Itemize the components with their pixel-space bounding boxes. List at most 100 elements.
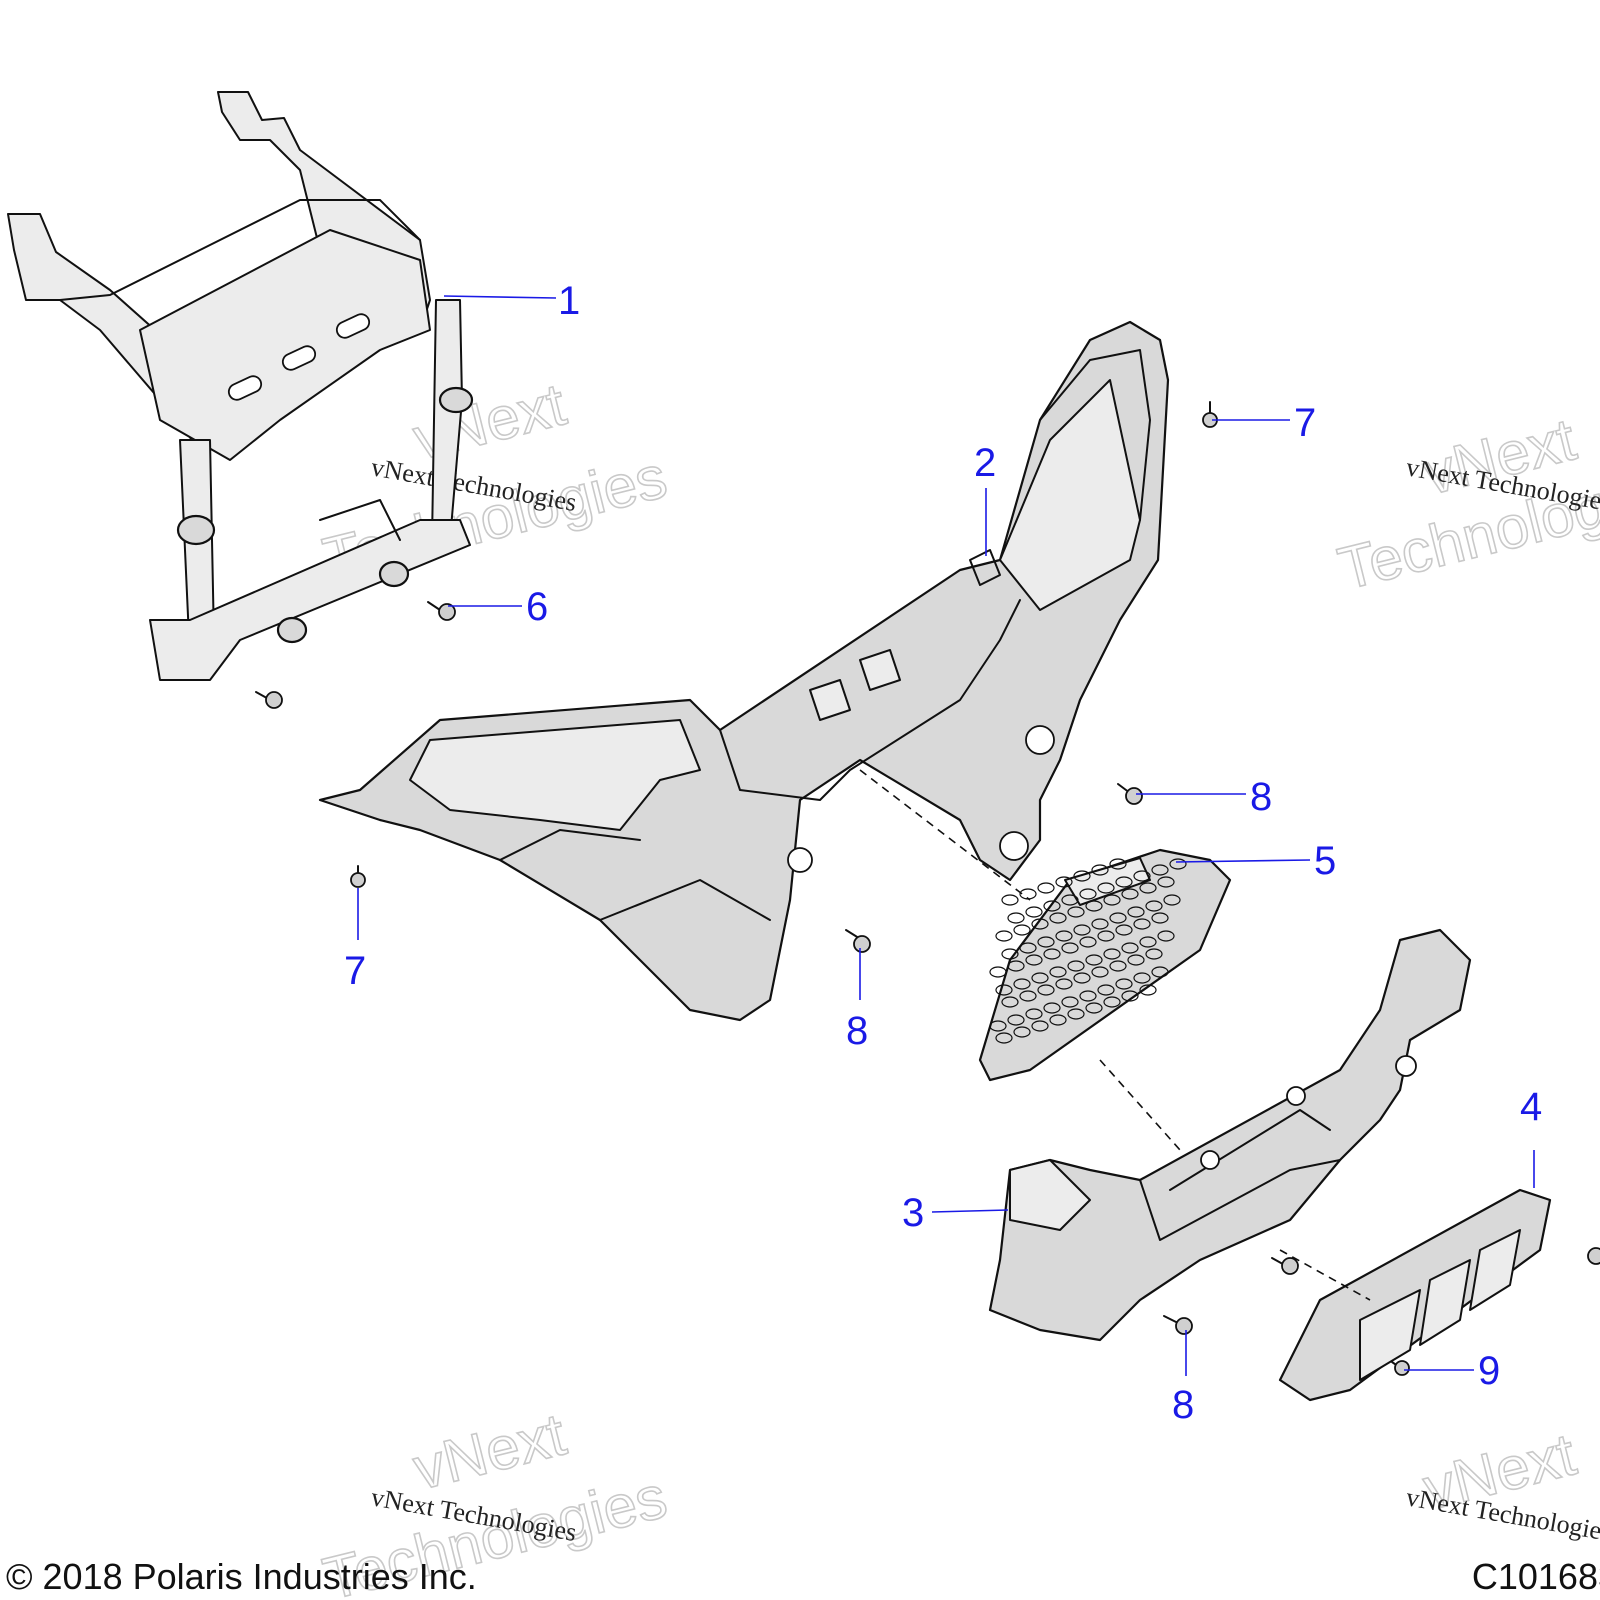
mesh-cell [1049,966,1067,978]
mesh-cell [1025,954,1043,966]
mesh-cell [1061,894,1079,906]
mesh-cell [1067,1008,1085,1020]
mesh-cell [1031,1020,1049,1032]
mesh-cell [1001,894,1019,906]
mesh-cell [1151,966,1169,978]
watermark-vnext: vNext [407,1400,572,1502]
callout-labels: 1 2 3 4 5 6 7 7 8 8 8 9 [344,279,1542,1427]
mesh-cell [1103,996,1121,1008]
mesh-cell [1163,894,1181,906]
mesh-cell [1007,960,1025,972]
mesh-cell [995,1032,1013,1044]
mesh-cell [1109,960,1127,972]
part-3-lower-bumper [988,928,1472,1342]
watermark-group-bottom-right: vNext vNext Technologies [1404,1420,1600,1547]
mesh-cell [1157,930,1175,942]
assembly-line [1279,1249,1371,1301]
watermark-group-top-right: vNext Technologies vNext Technologies [1331,405,1600,604]
callout-6: 6 [526,585,548,629]
mesh-cell [1025,1008,1043,1020]
mesh-cell [1049,1014,1067,1026]
mesh-cell [1019,942,1037,954]
mesh-cell [1139,882,1157,894]
callout-2: 2 [974,441,996,485]
mesh-cell [1001,948,1019,960]
mesh-cell [1151,864,1169,876]
mesh-cell [1091,918,1109,930]
mesh-cell [1109,858,1127,870]
mesh-cell [1091,864,1109,876]
bolt-edge-right [1587,1247,1600,1265]
mesh-cell [1145,948,1163,960]
mesh-cell [1007,912,1025,924]
bolt-7-upper [1202,401,1218,428]
bolt-6 [427,601,456,621]
mesh-cell [1085,954,1103,966]
mesh-cell [1043,948,1061,960]
bolt-unlabeled-lower [1271,1257,1299,1275]
mesh-cell [1109,912,1127,924]
part-5-mesh-grille [978,848,1232,1082]
mesh-cell [1133,972,1151,984]
mesh-cell [1085,900,1103,912]
mesh-cell [1145,900,1163,912]
mesh-cell [1121,990,1139,1002]
mesh-cell [1097,930,1115,942]
mesh-cell [1091,966,1109,978]
mesh-cell [1151,912,1169,924]
mesh-cell [1007,1014,1025,1026]
mesh-cell [1079,990,1097,1002]
mesh-cell [1067,960,1085,972]
mesh-cell [1067,906,1085,918]
mesh-cell [1115,876,1133,888]
mesh-cell [1085,1002,1103,1014]
mesh-cell [1133,870,1151,882]
mesh-cell [1079,936,1097,948]
mesh-cell [1061,942,1079,954]
mesh-cell [1073,870,1091,882]
mesh-cell [1019,990,1037,1002]
callout-8-lower: 8 [1172,1383,1194,1427]
assembly-line [1099,1059,1181,1151]
mesh-cell [1025,906,1043,918]
mesh-cell [1127,906,1145,918]
mesh-cell [1073,972,1091,984]
mesh-cell [1055,930,1073,942]
mesh-cell [1121,888,1139,900]
mesh-cell [995,984,1013,996]
part-1-frame-bracket [7,91,474,681]
mesh-cell [1139,936,1157,948]
mesh-cell [1139,984,1157,996]
mesh-cell [1157,876,1175,888]
mesh-cell [1097,984,1115,996]
mesh-cell [1169,858,1187,870]
bolt-7-lower [350,865,366,888]
callout-9: 9 [1478,1349,1500,1393]
mesh-cell [1133,918,1151,930]
mesh-cell [1037,984,1055,996]
mesh-cell [989,1020,1007,1032]
drawing-number: C101683 [1471,1556,1600,1597]
leader-lines [357,295,1535,1376]
mesh-cell [1049,912,1067,924]
callout-4: 4 [1520,1085,1542,1129]
mesh-cell [1055,876,1073,888]
assembly-line [859,769,1031,901]
copyright-notice: © 2018 Polaris Industries Inc. [6,1556,477,1597]
callout-1: 1 [558,279,580,323]
mesh-cell [1103,894,1121,906]
mesh-cell [1013,978,1031,990]
mesh-cell [1079,888,1097,900]
mesh-cell [1031,918,1049,930]
mesh-cell [1103,948,1121,960]
mesh-cell [1121,942,1139,954]
mesh-cell [989,966,1007,978]
bolt-8-right [1117,783,1143,805]
mesh-cell [1055,978,1073,990]
mesh-cell [1037,936,1055,948]
callout-8-middle: 8 [846,1009,868,1053]
callout-7-lower: 7 [344,949,366,993]
bolt-8-lower [1163,1315,1193,1335]
mesh-cell [1031,972,1049,984]
